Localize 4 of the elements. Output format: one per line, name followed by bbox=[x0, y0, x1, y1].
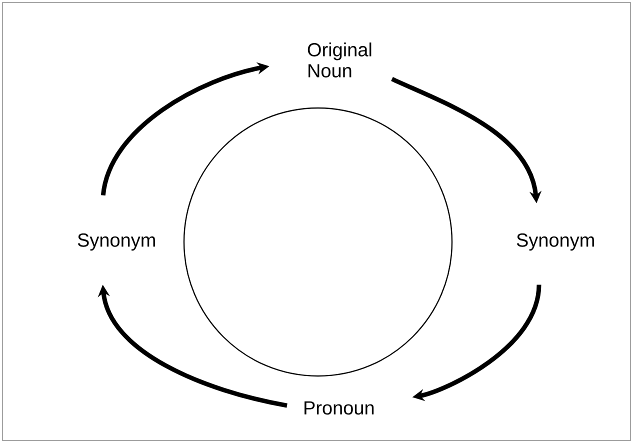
node-label: Original Noun bbox=[308, 42, 372, 78]
node-label: Synonym bbox=[78, 233, 155, 251]
node-label: Pronoun bbox=[304, 401, 374, 415]
node-label: Synonym bbox=[516, 233, 594, 251]
